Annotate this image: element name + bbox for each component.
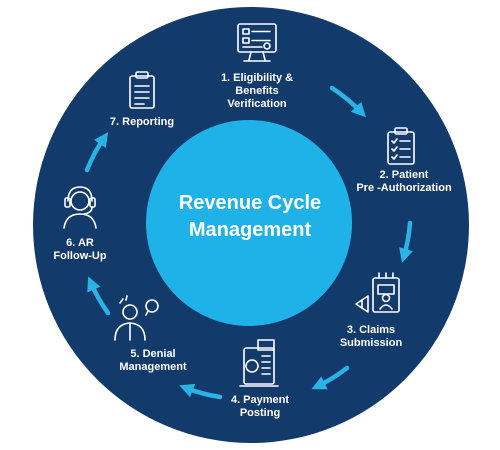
step-7-label: 7. Reporting <box>109 116 175 128</box>
arrow-5-to-6 <box>87 276 111 316</box>
arrow-2-to-3 <box>399 220 413 263</box>
step-5-label: 5. Denial Management <box>119 348 187 373</box>
monitor-checklist-icon <box>237 23 277 62</box>
step-1-label: 1. Eligibility & Benefits Verification <box>220 72 294 110</box>
center-title: Revenue Cycle Management <box>178 192 322 241</box>
arrow-6-to-7 <box>84 132 109 173</box>
arrow-1-to-2 <box>329 85 366 118</box>
center-circle <box>146 120 352 326</box>
clipboard-checklist-icon <box>387 127 415 165</box>
arrow-4-to-5 <box>179 383 223 400</box>
arrow-3-to-4 <box>311 365 350 390</box>
id-card-submission-icon <box>355 272 400 313</box>
cash-register-icon <box>239 339 279 387</box>
step-3-label: 3. Claims Submission <box>339 324 403 349</box>
step-4-label: 4. Payment Posting <box>230 394 290 419</box>
person-speech-icon <box>114 295 159 341</box>
headset-agent-icon <box>63 186 97 229</box>
step-2-label: 2. Patient Pre -Authorization <box>356 169 452 194</box>
step-6-label: 6. AR Follow-Up <box>53 237 107 262</box>
clipboard-report-icon <box>129 71 155 109</box>
